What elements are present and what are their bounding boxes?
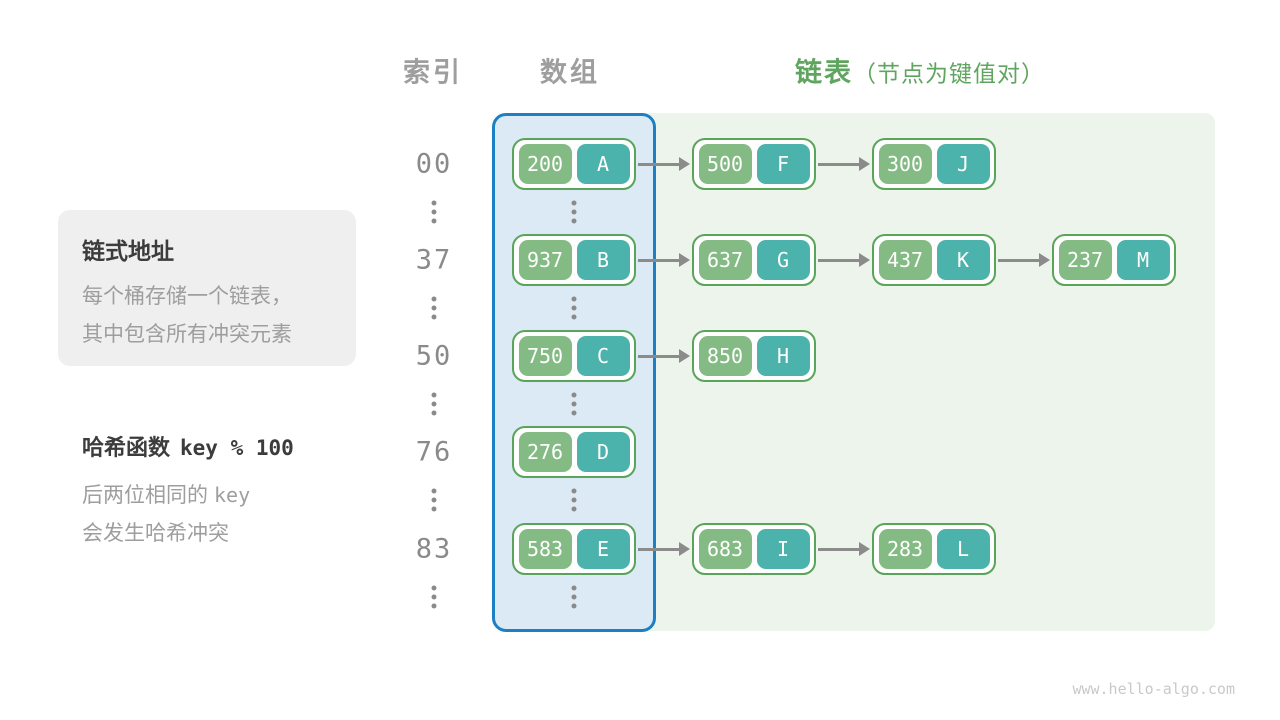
arrowhead-icon [679, 349, 690, 363]
index-ellipsis [431, 585, 437, 609]
value-cell: C [576, 336, 630, 376]
index-ellipsis [431, 488, 437, 512]
next-pointer-arrow [818, 252, 870, 268]
arrow-line [638, 547, 679, 551]
hash-note-line1-text: 后两位相同的 [82, 484, 208, 507]
value-cell: I [756, 529, 810, 569]
next-pointer-arrow [638, 156, 690, 172]
info-box-line: 其中包含所有冲突元素 [82, 323, 292, 346]
key-cell: 637 [698, 240, 752, 280]
index-ellipsis [431, 296, 437, 320]
key-cell: 750 [518, 336, 572, 376]
arrow-line [638, 162, 679, 166]
bucket-index-label: 50 [415, 340, 453, 372]
index-ellipsis [431, 200, 437, 224]
key-cell: 237 [1058, 240, 1112, 280]
linked-list-header-label: 链表 [795, 57, 853, 88]
value-cell: M [1116, 240, 1170, 280]
arrow-line [818, 162, 859, 166]
arrow-line [638, 258, 679, 262]
value-cell: B [576, 240, 630, 280]
arrow-line [818, 258, 859, 262]
key-cell: 200 [518, 144, 572, 184]
linked-list-header-note: （节点为键值对） [853, 60, 1045, 87]
key-cell: 300 [878, 144, 932, 184]
value-cell: G [756, 240, 810, 280]
bucket-index-label: 76 [415, 436, 453, 468]
key-cell: 583 [518, 529, 572, 569]
hash-function-title: 哈希函数 key % 100 [82, 430, 294, 462]
next-pointer-arrow [638, 252, 690, 268]
arrowhead-icon [859, 542, 870, 556]
array-ellipsis [571, 200, 577, 224]
value-cell: D [576, 432, 630, 472]
key-cell: 500 [698, 144, 752, 184]
value-cell: H [756, 336, 810, 376]
hash-note-line: 会发生哈希冲突 [82, 522, 229, 545]
arrowhead-icon [1039, 253, 1050, 267]
arrowhead-icon [679, 157, 690, 171]
hash-function-note: 哈希函数 key % 100 后两位相同的 key 会发生哈希冲突 [82, 430, 294, 553]
next-pointer-arrow [818, 156, 870, 172]
linked-list-column-header: 链表 （节点为键值对） [795, 51, 1045, 90]
arrow-line [998, 258, 1039, 262]
arrowhead-icon [859, 157, 870, 171]
array-ellipsis [571, 585, 577, 609]
index-ellipsis [431, 392, 437, 416]
hash-note-line: 后两位相同的 key [82, 476, 294, 515]
next-pointer-arrow [638, 348, 690, 364]
bucket-index-label: 83 [415, 533, 453, 565]
arrow-line [638, 354, 679, 358]
index-column-header: 索引 [403, 57, 463, 88]
hash-note-line1-code: key [214, 483, 251, 507]
next-pointer-arrow [818, 541, 870, 557]
arrow-line [818, 547, 859, 551]
next-pointer-arrow [998, 252, 1050, 268]
value-cell: K [936, 240, 990, 280]
watermark: www.hello-algo.com [1072, 680, 1235, 698]
key-cell: 283 [878, 529, 932, 569]
array-ellipsis [571, 296, 577, 320]
key-cell: 683 [698, 529, 752, 569]
bucket-index-label: 37 [415, 244, 453, 276]
info-box-line: 每个桶存储一个链表， [82, 285, 292, 308]
key-cell: 937 [518, 240, 572, 280]
arrowhead-icon [679, 253, 690, 267]
bucket-index-label: 00 [415, 148, 453, 180]
array-ellipsis [571, 392, 577, 416]
next-pointer-arrow [638, 541, 690, 557]
chaining-info-box: 链式地址 每个桶存储一个链表， 其中包含所有冲突元素 [58, 210, 356, 366]
arrowhead-icon [679, 542, 690, 556]
value-cell: F [756, 144, 810, 184]
array-ellipsis [571, 488, 577, 512]
hash-function-title-text: 哈希函数 [82, 435, 171, 460]
key-cell: 850 [698, 336, 752, 376]
value-cell: J [936, 144, 990, 184]
arrowhead-icon [859, 253, 870, 267]
key-cell: 276 [518, 432, 572, 472]
value-cell: E [576, 529, 630, 569]
info-box-title: 链式地址 [82, 238, 174, 264]
hash-function-expression: key % 100 [180, 436, 294, 460]
value-cell: L [936, 529, 990, 569]
value-cell: A [576, 144, 630, 184]
key-cell: 437 [878, 240, 932, 280]
array-column-header: 数组 [540, 57, 600, 88]
